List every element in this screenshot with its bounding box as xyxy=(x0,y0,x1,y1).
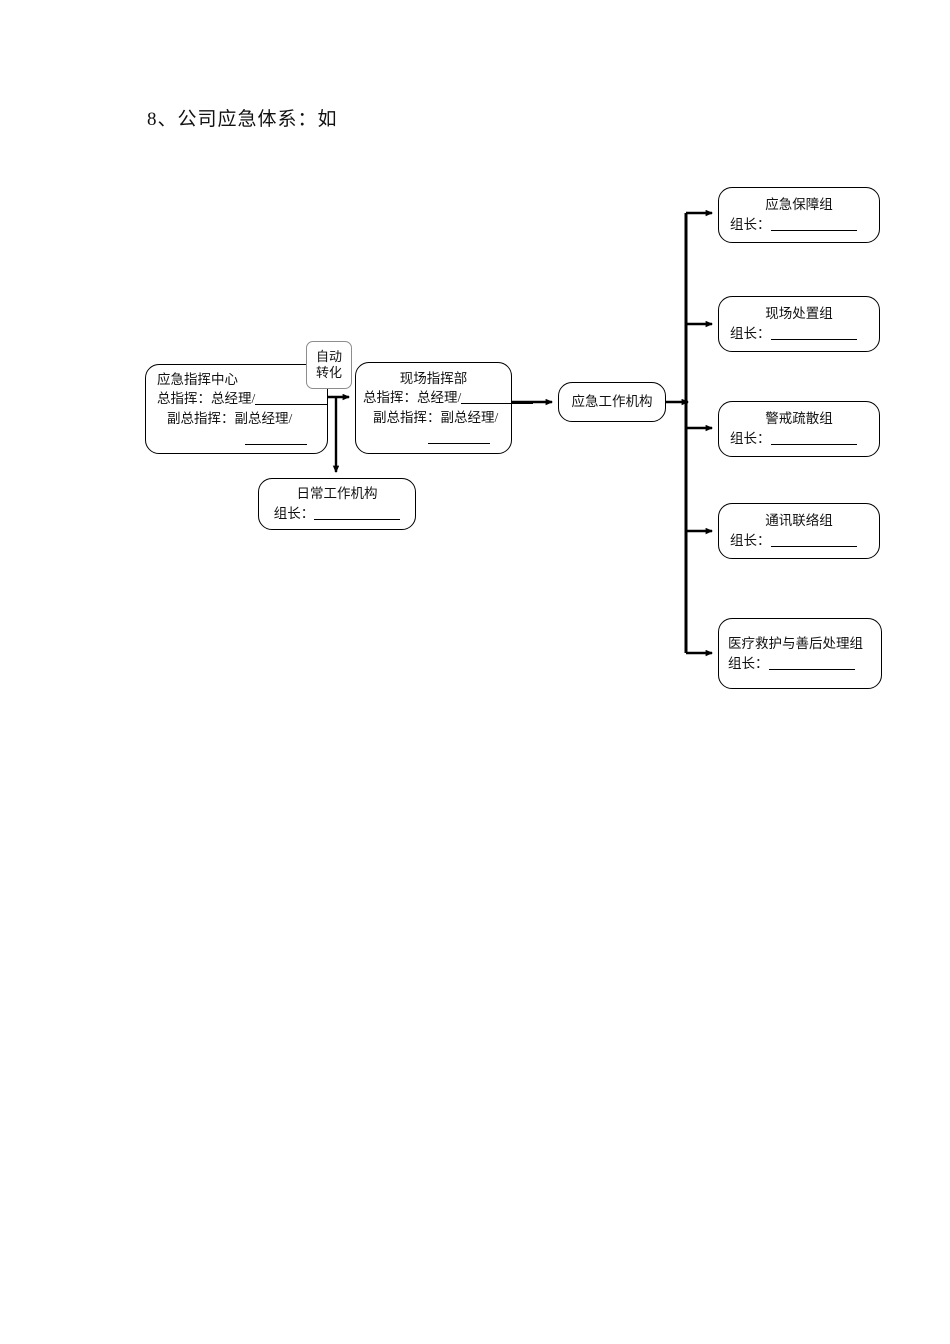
daily-leader-line: 组长： xyxy=(267,504,407,524)
node-group-0: 应急保障组 组长： xyxy=(718,187,880,243)
emc-chief-blank xyxy=(255,404,328,406)
site-deputy-blank-line xyxy=(363,428,504,448)
group-1-leader-blank xyxy=(770,339,857,340)
group-2-title: 警戒疏散组 xyxy=(765,411,833,427)
emc-deputy-line: 副总指挥：副总经理/ xyxy=(155,409,319,429)
node-emergency-command-center: 应急指挥中心 总指挥：总经理/ 副总指挥：副总经理/ xyxy=(145,364,328,454)
emc-chief-line: 总指挥：总经理/ xyxy=(155,389,328,409)
site-title: 现场指挥部 xyxy=(399,370,468,386)
site-chief-line: 总指挥：总经理/ xyxy=(363,388,534,408)
work-title: 应急工作机构 xyxy=(571,394,653,410)
auto-convert-line1: 自动 xyxy=(315,348,342,364)
group-1-leader-line: 组长： xyxy=(728,324,870,344)
group-3-leader-blank xyxy=(770,546,857,547)
group-2-leader-blank xyxy=(770,444,857,445)
node-site-command: 现场指挥部 总指挥：总经理/ 副总指挥：副总经理/ xyxy=(355,362,534,454)
emc-deputy-blank-line xyxy=(155,429,319,449)
emc-deputy-blank xyxy=(245,443,307,445)
group-0-leader-blank xyxy=(770,230,857,231)
group-2-leader-label: 组长： xyxy=(730,431,771,446)
node-group-1: 现场处置组 组长： xyxy=(718,296,880,352)
emc-deputy-label: 副总指挥：副总经理/ xyxy=(167,411,293,426)
auto-convert-line2: 转化 xyxy=(315,365,342,380)
site-chief-blank xyxy=(461,403,534,405)
node-daily-office: 日常工作机构 组长： xyxy=(258,478,416,530)
site-deputy-line: 副总指挥：副总经理/ xyxy=(363,408,504,428)
page-heading: 8、公司应急体系：如 xyxy=(147,109,338,130)
group-0-leader-line: 组长： xyxy=(728,215,870,235)
site-chief-label: 总指挥：总经理/ xyxy=(363,390,462,406)
group-1-title: 现场处置组 xyxy=(765,306,833,322)
group-0-leader-label: 组长： xyxy=(730,217,771,232)
node-emergency-work-body: 应急工作机构 xyxy=(558,382,666,422)
group-3-leader-line: 组长： xyxy=(728,531,870,551)
daily-leader-blank xyxy=(314,519,401,520)
group-4-leader-label: 组长： xyxy=(728,655,769,671)
group-0-title: 应急保障组 xyxy=(765,197,833,213)
group-4-title: 医疗救护与善后处理组 xyxy=(728,635,863,651)
daily-title: 日常工作机构 xyxy=(296,486,378,502)
node-auto-convert-label: 自动 转化 xyxy=(306,341,352,389)
site-deputy-blank xyxy=(428,442,490,444)
group-1-leader-label: 组长： xyxy=(730,326,771,341)
daily-leader-label: 组长： xyxy=(273,506,315,521)
group-4-leader-line: 组长： xyxy=(727,654,873,674)
emc-chief-label: 总指挥：总经理/ xyxy=(157,391,256,407)
site-deputy-label: 副总指挥：副总经理/ xyxy=(373,410,499,425)
emc-title: 应急指挥中心 xyxy=(157,371,238,387)
node-group-3: 通讯联络组 组长： xyxy=(718,503,880,559)
group-4-leader-blank xyxy=(768,668,855,670)
node-group-2: 警戒疏散组 组长： xyxy=(718,401,880,457)
group-3-title: 通讯联络组 xyxy=(765,513,833,529)
group-3-leader-label: 组长： xyxy=(730,533,771,548)
group-2-leader-line: 组长： xyxy=(728,429,870,449)
node-group-4: 医疗救护与善后处理组 组长： xyxy=(718,618,882,689)
